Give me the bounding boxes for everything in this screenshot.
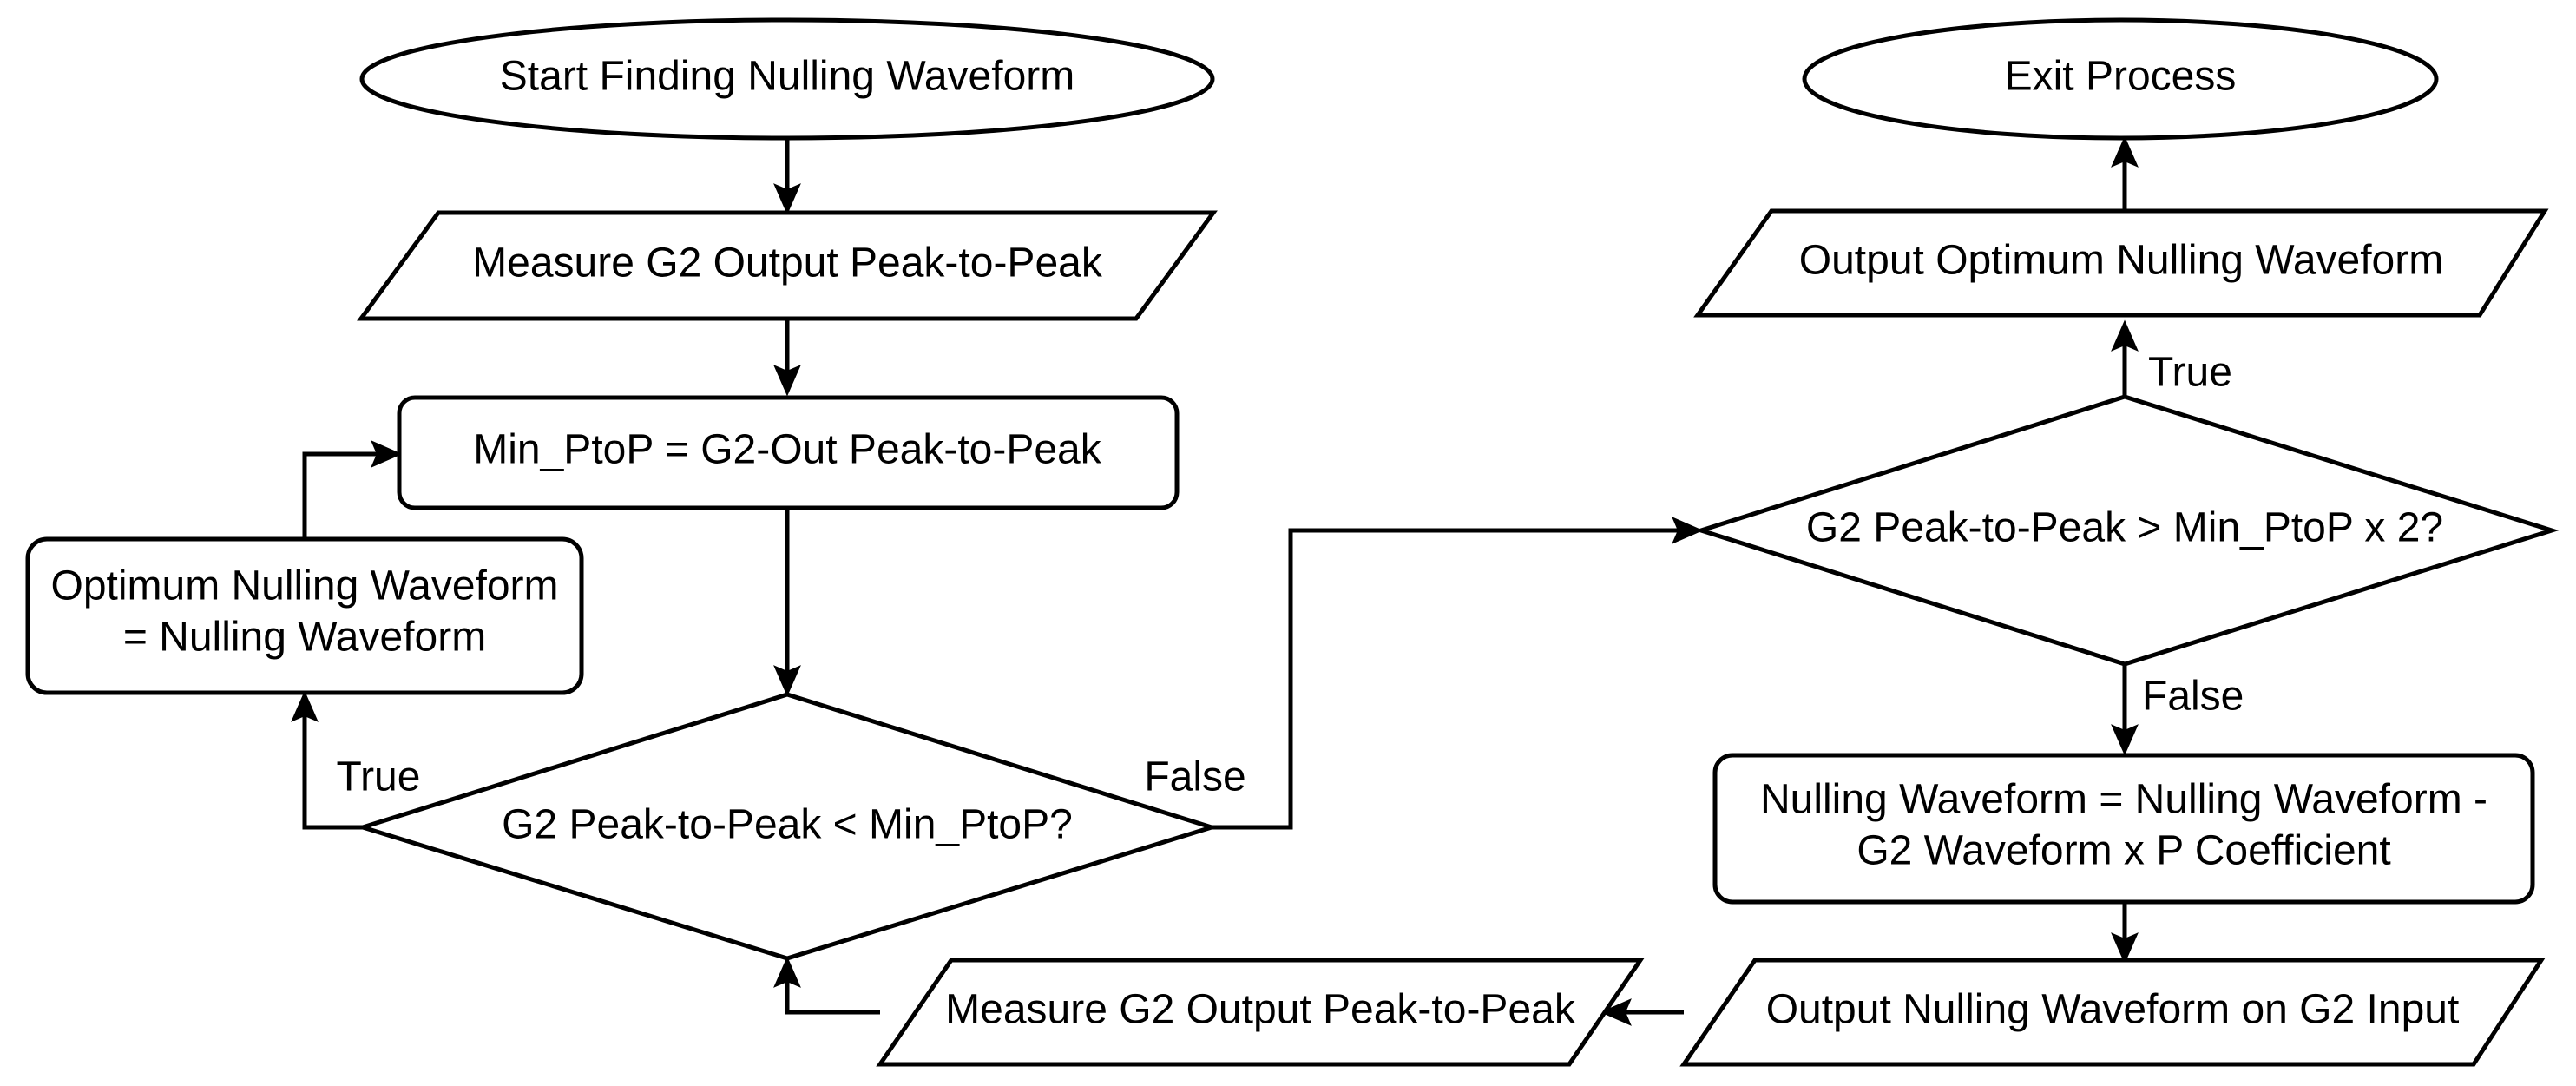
edges	[291, 135, 2139, 1026]
node-decision-left-label: G2 Peak-to-Peak < Min_PtoP?	[502, 802, 1073, 848]
arrowhead	[2111, 932, 2139, 964]
arrowhead	[291, 690, 319, 722]
edge-optimum-to-setmin	[302, 451, 377, 539]
arrowhead	[773, 665, 801, 697]
arrowhead	[2111, 319, 2139, 352]
node-decision-right: G2 Peak-to-Peak > Min_PtoP x 2?	[1693, 394, 2560, 667]
node-decision-left: G2 Peak-to-Peak < Min_PtoP?	[355, 692, 1219, 961]
edge-label-right-false: False	[2142, 674, 2244, 720]
arrowhead	[773, 365, 801, 397]
edge-label-right-true: True	[2148, 350, 2232, 396]
node-measure-top: Measure G2 Output Peak-to-Peak	[357, 210, 1218, 321]
node-update-line1: Nulling Waveform = Nulling Waveform -	[1760, 777, 2487, 823]
node-measure-bottom-label: Measure G2 Output Peak-to-Peak	[945, 987, 1576, 1033]
node-optimum-line2: = Nulling Waveform	[123, 615, 486, 661]
node-update-line2: G2 Waveform x P Coefficient	[1856, 828, 2390, 874]
node-set-min: Min_PtoP = G2-Out Peak-to-Peak	[397, 395, 1180, 510]
arrowhead	[2111, 724, 2139, 756]
node-update: Nulling Waveform = Nulling Waveform - G2…	[1712, 753, 2535, 905]
edge-label-left-true: True	[337, 754, 421, 800]
edge-false-to-decision-right	[1212, 528, 1678, 830]
arrowhead	[773, 183, 801, 215]
edge-true-to-optimum	[302, 716, 363, 830]
node-start-label: Start Finding Nulling Waveform	[500, 54, 1074, 100]
edge-labels: True False True False	[337, 350, 2244, 800]
edge-label-left-false: False	[1144, 754, 1245, 800]
node-measure-bottom: Measure G2 Output Peak-to-Peak	[876, 958, 1645, 1067]
arrowhead	[371, 440, 403, 468]
node-start: Start Finding Nulling Waveform	[359, 17, 1215, 141]
arrowhead	[773, 956, 801, 988]
node-exit: Exit Process	[1802, 17, 2439, 141]
node-exit-label: Exit Process	[2005, 54, 2237, 100]
arrowhead	[1672, 517, 1704, 544]
edge-measure-bottom-to-decision	[785, 982, 880, 1015]
node-output-optimum: Output Optimum Nulling Waveform	[1693, 208, 2549, 318]
node-measure-top-label: Measure G2 Output Peak-to-Peak	[472, 240, 1103, 286]
node-set-min-label: Min_PtoP = G2-Out Peak-to-Peak	[473, 427, 1101, 473]
arrowhead	[1600, 998, 1632, 1026]
node-output-nulling-label: Output Nulling Waveform on G2 Input	[1766, 987, 2460, 1033]
arrowhead	[2111, 135, 2139, 168]
node-optimum: Optimum Nulling Waveform = Nulling Wavef…	[25, 536, 584, 695]
node-decision-right-label: G2 Peak-to-Peak > Min_PtoP x 2?	[1806, 505, 2443, 551]
node-output-optimum-label: Output Optimum Nulling Waveform	[1799, 238, 2443, 284]
node-output-nulling: Output Nulling Waveform on G2 Input	[1679, 958, 2546, 1067]
node-optimum-line1: Optimum Nulling Waveform	[50, 563, 558, 609]
